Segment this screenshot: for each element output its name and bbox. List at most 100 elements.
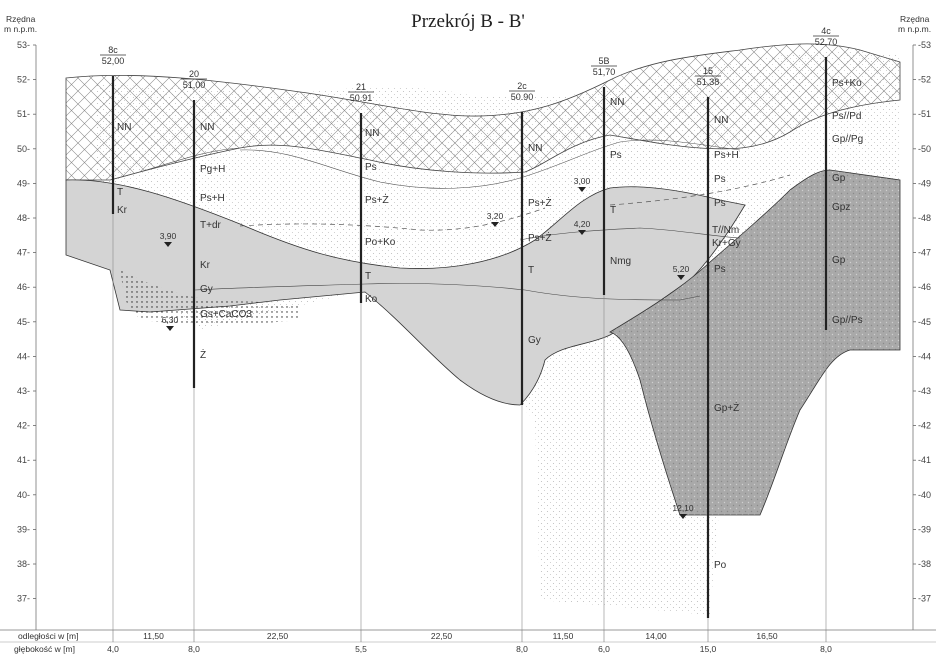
elevation-label-left: 47- <box>17 248 30 258</box>
water-level-icon <box>164 242 172 247</box>
layer-label: NN <box>365 128 379 139</box>
elevation-label-right: -48 <box>918 213 931 223</box>
water-level-depth: 3,00 <box>574 176 591 186</box>
water-level-depth: 3,20 <box>487 211 504 221</box>
dotted-sand-patch <box>120 270 300 326</box>
layer-label: Gp//Ps <box>832 315 863 326</box>
layer-label: NN <box>610 97 624 108</box>
elevation-label-left: 42- <box>17 421 30 431</box>
footer-distance-value: 11,50 <box>553 631 574 641</box>
borehole-elevation: 51,70 <box>593 67 616 77</box>
water-level-depth: 4,20 <box>574 219 591 229</box>
elevation-label-right: -45 <box>918 317 931 327</box>
layer-label: Gp//Pg <box>832 134 863 145</box>
water-table-dashed-1 <box>239 207 546 231</box>
borehole-elevation: 52,70 <box>815 37 838 47</box>
elevation-label-left: 48- <box>17 213 30 223</box>
gravel-lens <box>609 169 901 516</box>
elevation-label-left: 45- <box>17 317 30 327</box>
borehole-elevation: 51,00 <box>183 80 206 90</box>
layer-label: Ps+Ż <box>365 193 389 206</box>
elevation-label-left: 37- <box>17 594 30 604</box>
elevation-label-right: -39 <box>918 524 931 534</box>
footer-distance-value: 22,50 <box>267 631 289 641</box>
layer-label: T//Nm <box>712 225 739 236</box>
layer-label: Ps <box>365 162 377 173</box>
elevation-label-right: -53 <box>918 40 931 50</box>
layer-label: Gp <box>832 173 846 184</box>
right-axis-header-1: Rzędna <box>900 14 930 24</box>
elevation-label-left: 44- <box>17 351 30 361</box>
section-title: Przekrój B - B' <box>411 11 525 32</box>
clay-band <box>65 179 746 406</box>
layer-label: Gs+CaCO3 <box>200 309 252 320</box>
footer-depth-value: 8,0 <box>516 644 528 654</box>
elevation-label-left: 38- <box>17 559 30 569</box>
layer-label: Gy <box>200 284 213 295</box>
layer-label: Ps <box>610 150 622 161</box>
boundary-line-2 <box>239 139 741 189</box>
borehole-name: 4c <box>821 26 831 36</box>
elevation-label-left: 39- <box>17 524 30 534</box>
right-axis-header-2: m n.p.m. <box>898 24 931 34</box>
elevation-label-left: 50- <box>17 144 30 154</box>
borehole-elevation: 52,00 <box>102 56 125 66</box>
layer-label: Nmg <box>610 256 631 267</box>
layer-label: NN <box>528 143 542 154</box>
water-level-icon <box>679 514 687 519</box>
layer-label: Ps <box>714 264 726 275</box>
borehole-elevation: 50.91 <box>350 93 373 103</box>
water-level-icon <box>578 230 586 235</box>
layer-label: Po+Ko <box>365 237 396 248</box>
boundary-line-4 <box>519 227 741 241</box>
water-level-icon <box>166 326 174 331</box>
boreholes-group: 8c52,00NNTKr2051,00NNPg+HPs+HT+drKrGyGs+… <box>100 26 863 630</box>
borehole-name: 15 <box>703 66 713 76</box>
boundary-line-1 <box>109 147 241 181</box>
layer-label: Kr <box>200 260 211 271</box>
elevation-label-right: -50 <box>918 144 931 154</box>
layer-label: Ps <box>714 198 726 209</box>
layer-label: Ps+Ko <box>832 78 862 89</box>
elevation-label-left: 52- <box>17 75 30 85</box>
borehole-name: 8c <box>108 45 118 55</box>
footer-distance-value: 11,50 <box>143 631 164 641</box>
water-level-depth: 3,90 <box>160 231 177 241</box>
nn-fill-layer <box>65 43 901 181</box>
layer-label: Ż <box>200 348 206 361</box>
elevation-label-right: -40 <box>918 490 931 500</box>
elevation-label-right: -44 <box>918 351 931 361</box>
layer-label: NN <box>714 115 728 126</box>
water-level-icon <box>491 222 499 227</box>
elevation-label-right: -51 <box>918 109 931 119</box>
elevation-label-left: 49- <box>17 178 30 188</box>
borehole-elevation: 50.90 <box>511 92 534 102</box>
elevation-ticks: 53--5352--5251--5150--5049--4948--4847--… <box>17 40 931 604</box>
layer-label: Ps+Ż <box>528 231 552 244</box>
layer-label: NN <box>200 122 214 133</box>
elevation-label-left: 41- <box>17 455 30 465</box>
footer-distance-value: 22,50 <box>431 631 453 641</box>
layer-label: Ps+H <box>200 193 225 204</box>
footer-depth-value: 15,0 <box>700 644 717 654</box>
layer-label: T <box>528 265 534 276</box>
layer-label: Ko <box>365 294 378 305</box>
elevation-label-right: -46 <box>918 282 931 292</box>
footer-distance-value: 16,50 <box>756 631 778 641</box>
elevation-label-left: 46- <box>17 282 30 292</box>
layer-label: Po <box>714 560 727 571</box>
layer-label: Ps+Ż <box>528 196 552 209</box>
elevation-label-left: 43- <box>17 386 30 396</box>
layer-label: T <box>610 205 616 216</box>
water-level-depth: 5,20 <box>673 264 690 274</box>
elevation-label-right: -49 <box>918 178 931 188</box>
layer-label: Gp <box>832 255 846 266</box>
layer-label: Kr <box>117 205 128 216</box>
left-axis-header-2: m n.p.m. <box>4 24 37 34</box>
layer-label: T <box>117 187 123 198</box>
borehole-name: 2c <box>517 81 527 91</box>
